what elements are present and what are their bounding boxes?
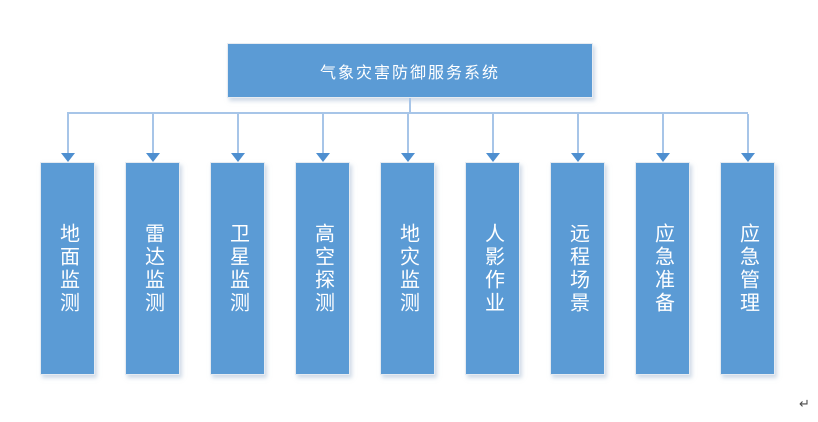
branch-column: 高空探测 [295, 114, 350, 375]
connector-drop-line [746, 114, 749, 153]
arrow-down-icon [145, 153, 160, 162]
branch-column: 卫星监测 [210, 114, 265, 375]
branch-node-label: 远程场景 [566, 222, 589, 315]
arrow-down-icon [570, 153, 585, 162]
arrow-down-icon [740, 153, 755, 162]
branch-node-label: 人影作业 [481, 222, 504, 315]
connector-drop-line [66, 114, 69, 153]
connector-drop-line [321, 114, 324, 153]
connector-drop-line [406, 114, 409, 153]
branch-node[interactable]: 卫星监测 [210, 162, 265, 375]
branch-column: 地灾监测 [380, 114, 435, 375]
branch-column: 人影作业 [465, 114, 520, 375]
paragraph-mark: ↵ [799, 396, 810, 411]
branch-node[interactable]: 地灾监测 [380, 162, 435, 375]
branch-column: 应急准备 [635, 114, 690, 375]
branch-node-label: 应急管理 [736, 222, 759, 315]
branch-node[interactable]: 雷达监测 [125, 162, 180, 375]
arrow-down-icon [400, 153, 415, 162]
branch-node[interactable]: 高空探测 [295, 162, 350, 375]
connector-horizontal-line [67, 112, 748, 114]
arrow-down-icon [315, 153, 330, 162]
arrow-down-icon [230, 153, 245, 162]
connector-drop-line [151, 114, 154, 153]
branch-column: 远程场景 [550, 114, 605, 375]
branch-column: 雷达监测 [125, 114, 180, 375]
arrow-down-icon [485, 153, 500, 162]
branch-node[interactable]: 远程场景 [550, 162, 605, 375]
branch-node-label: 高空探测 [311, 222, 334, 315]
branch-node[interactable]: 应急管理 [720, 162, 775, 375]
arrow-down-icon [60, 153, 75, 162]
branch-column: 应急管理 [720, 114, 775, 375]
branch-node-label: 地灾监测 [396, 222, 419, 315]
branch-node-label: 卫星监测 [226, 222, 249, 315]
arrow-down-icon [655, 153, 670, 162]
connector-drop-line [491, 114, 494, 153]
branch-node-label: 地面监测 [56, 222, 79, 315]
branch-node[interactable]: 应急准备 [635, 162, 690, 375]
branch-node[interactable]: 人影作业 [465, 162, 520, 375]
branch-node-label: 应急准备 [651, 222, 674, 315]
branch-nodes: 地面监测 雷达监测 卫星监测 高空探测 地灾监测 人影作业 远程场景 应急准备 应急管理 [40, 114, 775, 375]
connector-drop-line [576, 114, 579, 153]
connector-drop-line [236, 114, 239, 153]
connector-drop-line [661, 114, 664, 153]
branch-node[interactable]: 地面监测 [40, 162, 95, 375]
branch-column: 地面监测 [40, 114, 95, 375]
branch-node-label: 雷达监测 [141, 222, 164, 315]
root-node-label: 气象灾害防御服务系统 [319, 64, 500, 82]
connector-stem [409, 98, 411, 114]
root-node[interactable]: 气象灾害防御服务系统 [227, 43, 593, 98]
